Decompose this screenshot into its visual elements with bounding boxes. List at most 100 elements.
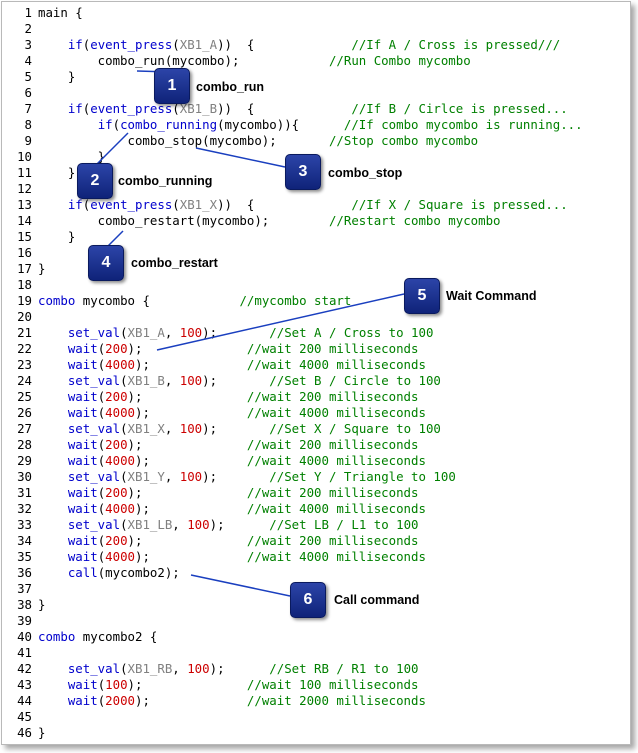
code-token: ( (97, 533, 106, 548)
code-token: combo (38, 629, 76, 644)
line-number: 11 (17, 165, 32, 180)
line-number: 15 (17, 229, 32, 244)
code-token: , (164, 469, 180, 484)
code-token: if (67, 37, 83, 52)
code-token: wait (67, 357, 98, 372)
code-token: XB1_A (179, 37, 218, 52)
code-token: set_val (67, 325, 121, 340)
code-token: //wait 4000 milliseconds (246, 357, 426, 372)
code-line: 6 (2, 85, 630, 101)
code-token: ( (97, 693, 106, 708)
code-token: XB1_A (127, 325, 165, 340)
code-token: 4000 (105, 357, 135, 372)
code-line: 33 set_val(XB1_LB, 100); //Set LB / L1 t… (2, 517, 630, 533)
code-line: 46} (2, 725, 630, 741)
code-token: XB1_B (179, 101, 218, 116)
code-token: set_val (67, 661, 121, 676)
line-number: 8 (24, 117, 32, 132)
code-token: 2000 (105, 693, 135, 708)
code-token: 200 (105, 485, 128, 500)
code-text: wait(4000); //wait 4000 milliseconds (38, 501, 426, 517)
code-token: ); (135, 693, 247, 708)
code-line: 41 (2, 645, 630, 661)
code-token: //Stop combo mycombo (328, 133, 479, 148)
code-token: 4000 (105, 453, 135, 468)
code-line: 31 wait(200); //wait 200 milliseconds (2, 485, 630, 501)
code-token: ( (172, 37, 180, 52)
code-token: , (172, 661, 188, 676)
code-line: 21 set_val(XB1_A, 100); //Set A / Cross … (2, 325, 630, 341)
code-token: wait (67, 533, 98, 548)
code-text: wait(200); //wait 200 milliseconds (38, 485, 419, 501)
line-number: 46 (17, 725, 32, 740)
code-token: wait (67, 341, 98, 356)
code-text: wait(200); //wait 200 milliseconds (38, 341, 419, 357)
code-text: if(combo_running(mycombo)){ //If combo m… (38, 117, 583, 133)
code-token: 4000 (105, 405, 135, 420)
line-number: 35 (17, 549, 32, 564)
code-token: (mycombo)){ (217, 117, 344, 132)
code-token (38, 373, 68, 388)
line-number: 27 (17, 421, 32, 436)
line-number: 33 (17, 517, 32, 532)
code-text: combo_run(mycombo); //Run Combo mycombo (38, 53, 471, 69)
code-token (38, 485, 68, 500)
code-line: 35 wait(4000); //wait 4000 milliseconds (2, 549, 630, 565)
code-text: } (38, 165, 75, 181)
code-text: set_val(XB1_LB, 100); //Set LB / L1 to 1… (38, 517, 419, 533)
code-text: } (38, 149, 105, 165)
code-token: //wait 200 milliseconds (246, 389, 419, 404)
line-number: 16 (17, 245, 32, 260)
code-line: 12 (2, 181, 630, 197)
code-token: if (67, 197, 83, 212)
code-token: wait (67, 405, 98, 420)
code-token: ( (112, 117, 121, 132)
code-token: 100 (187, 661, 210, 676)
code-token: ); (127, 677, 247, 692)
code-token: mycombo2 { (75, 629, 158, 644)
code-token: ); (127, 485, 247, 500)
line-number: 13 (17, 197, 32, 212)
code-line: 15 } (2, 229, 630, 245)
code-token: ( (172, 197, 180, 212)
code-token: ( (97, 341, 106, 356)
line-number: 30 (17, 469, 32, 484)
code-token: combo_running (120, 117, 218, 132)
line-number: 32 (17, 501, 32, 516)
code-token: 100 (179, 325, 203, 340)
code-line: 5 } (2, 69, 630, 85)
line-number: 40 (17, 629, 32, 644)
code-line: 43 wait(100); //wait 100 milliseconds (2, 677, 630, 693)
code-line: 8 if(combo_running(mycombo)){ //If combo… (2, 117, 630, 133)
code-token: //If combo mycombo is running... (343, 117, 583, 132)
code-token: //Restart combo mycombo (328, 213, 501, 228)
line-number: 20 (17, 309, 32, 324)
line-number: 14 (17, 213, 32, 228)
code-token (38, 389, 68, 404)
code-token: //wait 4000 milliseconds (246, 405, 426, 420)
code-token: 100 (179, 469, 203, 484)
code-token: 4000 (105, 549, 135, 564)
code-token: ( (82, 37, 91, 52)
code-token (38, 341, 68, 356)
code-token: (mycombo2); (97, 565, 180, 580)
code-token: 100 (105, 677, 128, 692)
code-text: wait(2000); //wait 2000 milliseconds (38, 693, 426, 709)
code-token: //Run Combo mycombo (328, 53, 471, 68)
code-text: if(event_press(XB1_A)) { //If A / Cross … (38, 37, 560, 53)
code-token: set_val (67, 469, 121, 484)
code-line: 44 wait(2000); //wait 2000 milliseconds (2, 693, 630, 709)
code-line: 28 wait(200); //wait 200 milliseconds (2, 437, 630, 453)
code-token: ); (202, 421, 270, 436)
code-token: wait (67, 501, 98, 516)
code-token: //If A / Cross is pressed/// (351, 37, 561, 52)
code-line: 24 set_val(XB1_B, 100); //Set B / Circle… (2, 373, 630, 389)
code-token (38, 693, 68, 708)
code-token (38, 357, 68, 372)
line-number: 42 (17, 661, 32, 676)
code-text: call(mycombo2); (38, 565, 180, 581)
code-token: 200 (105, 389, 128, 404)
code-token: ); (135, 501, 247, 516)
code-text: set_val(XB1_RB, 100); //Set RB / R1 to 1… (38, 661, 419, 677)
